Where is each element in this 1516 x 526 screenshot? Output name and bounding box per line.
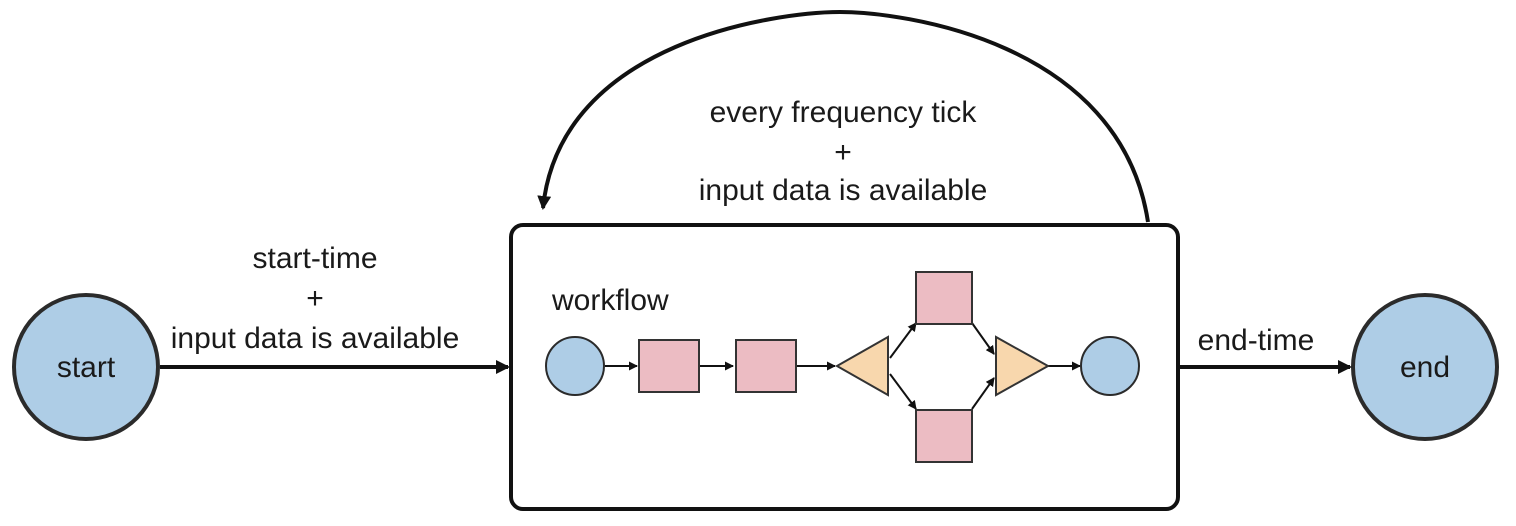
fork-node	[834, 335, 889, 397]
end-node-label: end	[1399, 351, 1451, 384]
start-node	[12, 293, 160, 441]
end-node	[1351, 293, 1499, 441]
join-node	[995, 335, 1051, 397]
action-node-top	[915, 271, 973, 325]
action-node-bottom	[915, 409, 973, 463]
start-condition-line2: +	[306, 282, 324, 315]
inner-start-node	[545, 336, 605, 396]
loop-condition-line1: every frequency tick	[709, 96, 977, 129]
action-node-1	[638, 339, 700, 393]
frequency-loop-arrow	[537, 9, 1150, 223]
loop-condition-line2: +	[834, 136, 852, 169]
start-node-label: start	[56, 351, 116, 384]
end-condition-label: end-time	[1197, 324, 1315, 357]
action-node-2	[735, 339, 797, 393]
start-condition-line3: input data is available	[170, 322, 460, 355]
inner-end-node	[1080, 336, 1140, 396]
start-condition-line1: start-time	[252, 242, 378, 275]
workflow-label: workflow	[552, 284, 669, 317]
inner-workflow-graph	[545, 271, 1140, 463]
loop-condition-line3: input data is available	[698, 174, 988, 207]
